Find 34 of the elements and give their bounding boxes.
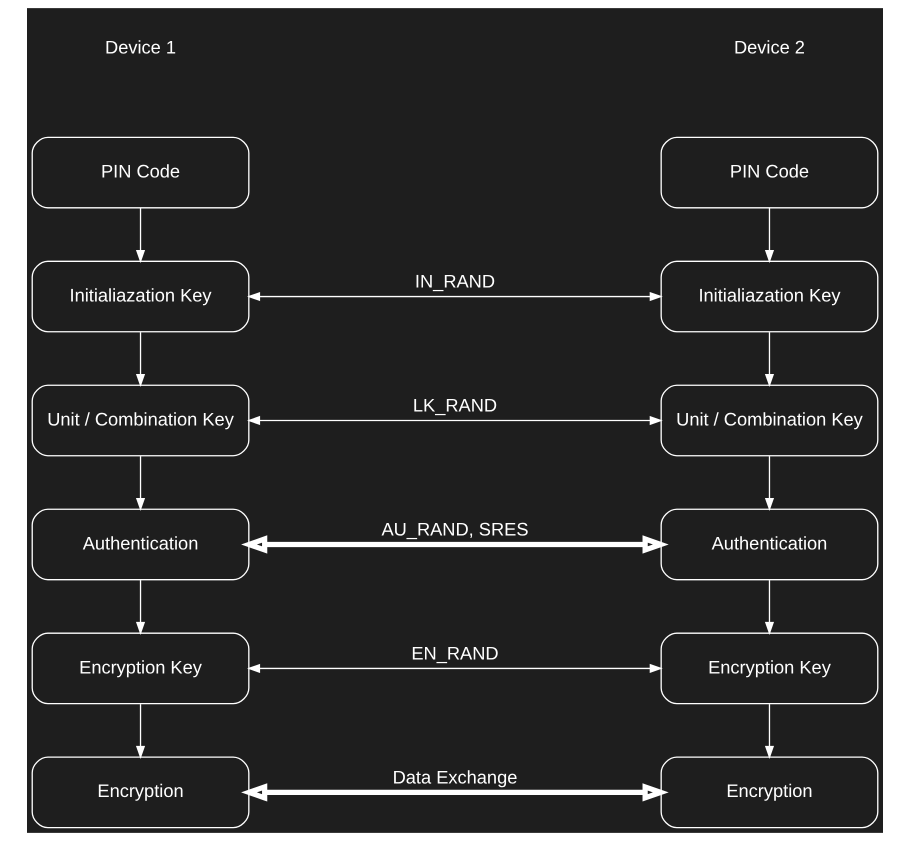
arrow bbox=[246, 292, 662, 302]
arrow bbox=[246, 416, 662, 426]
arrow bbox=[135, 208, 145, 264]
node-box: Unit / Combination Key bbox=[660, 384, 878, 456]
arrow bbox=[764, 208, 774, 264]
label: Device 2 bbox=[733, 36, 804, 58]
node-box: PIN Code bbox=[660, 136, 878, 208]
arrow bbox=[135, 456, 145, 511]
node-box: Encryption bbox=[660, 756, 878, 828]
node-box: Encryption bbox=[31, 756, 249, 828]
arrow bbox=[764, 456, 774, 511]
node-box: Authentication bbox=[660, 508, 878, 580]
node-box: Authentication bbox=[31, 508, 249, 580]
edge-label: AU_RAND, SRES bbox=[380, 518, 528, 540]
arrow bbox=[764, 332, 774, 388]
edge-label: IN_RAND bbox=[414, 270, 495, 292]
arrow bbox=[764, 580, 774, 635]
arrow bbox=[135, 704, 145, 759]
arrow bbox=[764, 704, 774, 759]
arrow bbox=[135, 580, 145, 635]
node-box: Encryption Key bbox=[31, 632, 249, 704]
node-box: Initialiazation Key bbox=[31, 260, 249, 332]
edge-label: LK_RAND bbox=[412, 394, 497, 416]
arrow bbox=[135, 332, 145, 388]
label: Device 1 bbox=[104, 36, 176, 58]
arrow bbox=[240, 535, 668, 554]
edge-label: Data Exchange bbox=[392, 766, 517, 788]
node-box: Encryption Key bbox=[660, 632, 878, 704]
node-box: PIN Code bbox=[31, 136, 249, 208]
node-box: Initialiazation Key bbox=[660, 260, 878, 332]
node-box: Unit / Combination Key bbox=[31, 384, 249, 456]
arrow bbox=[240, 783, 668, 802]
arrow bbox=[246, 664, 662, 673]
edge-label: EN_RAND bbox=[410, 642, 498, 664]
